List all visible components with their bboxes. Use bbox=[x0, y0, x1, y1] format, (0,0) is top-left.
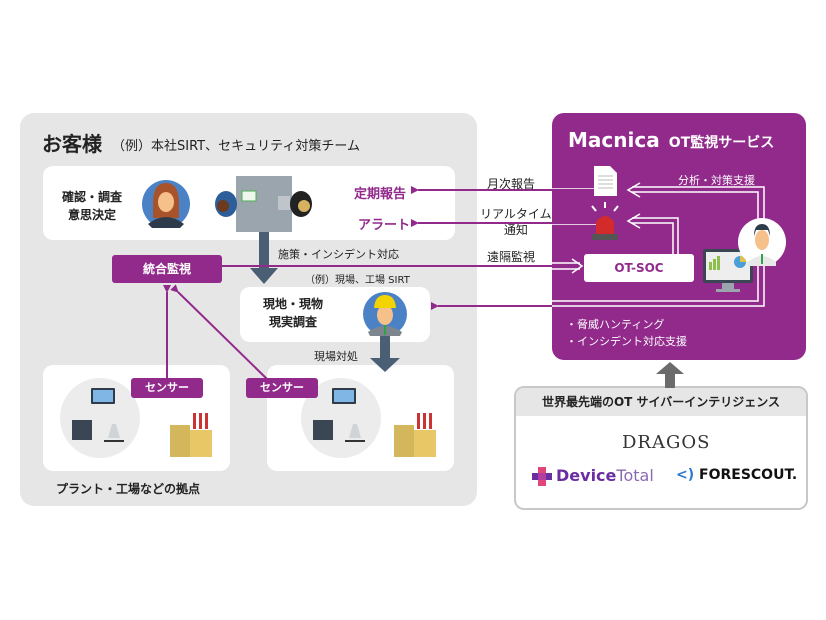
macnica-brand: Macnica bbox=[568, 128, 660, 152]
devicetotal-logo-icon bbox=[532, 467, 552, 486]
response-label: 施策・インシデント対応 bbox=[278, 248, 399, 261]
hq-role-text: 確認・調査 意思決定 bbox=[62, 188, 122, 224]
plant-equipment-illustration-1 bbox=[60, 378, 212, 458]
ot-soc-box: OT-SOC bbox=[584, 254, 694, 282]
forescout-logo: <) FORESCOUT. bbox=[676, 467, 797, 483]
site-role-text: 現地・現物 現実調査 bbox=[263, 295, 323, 331]
devicetotal-light: Total bbox=[616, 466, 654, 485]
macnica-service-name: OT監視サービス bbox=[668, 135, 775, 151]
response-arrow-icon bbox=[250, 232, 278, 284]
report-document-icon bbox=[594, 166, 617, 196]
monthly-report-label: 月次報告 bbox=[487, 177, 536, 191]
macnica-title: Macnica OT監視サービス bbox=[568, 128, 774, 152]
integrated-monitoring-box: 統合監視 bbox=[112, 255, 222, 283]
forescout-mark-icon: <) bbox=[676, 467, 695, 483]
forescout-name: FORESCOUT. bbox=[699, 467, 798, 483]
devicetotal-bold: Device bbox=[556, 466, 617, 485]
dashboard-monitor-icon bbox=[703, 249, 753, 292]
site-team-label: （例）現場、工場 SIRT bbox=[305, 275, 410, 286]
periodic-report-label: 定期報告 bbox=[354, 187, 407, 202]
realtime-notice-label: リアルタイム 通知 bbox=[480, 206, 552, 238]
intelligence-title: 世界最先端のOT サイバーインテリジェンス bbox=[516, 388, 806, 416]
bullet-threat-hunting: ・脅威ハンティング bbox=[566, 318, 665, 331]
site-role-line1: 現地・現物 bbox=[263, 297, 324, 311]
remote-monitoring-label: 遠隔監視 bbox=[487, 250, 536, 264]
analyst-avatar bbox=[738, 218, 786, 266]
hq-person-avatar bbox=[142, 180, 190, 228]
hq-role-line1: 確認・調査 bbox=[62, 190, 123, 204]
site-worker-avatar bbox=[363, 292, 407, 336]
customer-subtitle: （例）本社SIRT、セキュリティ対策チーム bbox=[112, 139, 360, 154]
devicetotal-logo: DeviceTotal bbox=[556, 466, 654, 485]
site-role-line2: 現実調査 bbox=[269, 315, 318, 329]
macnica-service-bullets: ・脅威ハンティング ・インシデント対応支援 bbox=[566, 316, 687, 350]
intelligence-panel: 世界最先端のOT サイバーインテリジェンス bbox=[514, 386, 808, 510]
sensor2-to-monitoring-arrow bbox=[170, 284, 269, 381]
intelligence-up-arrow-icon bbox=[656, 362, 684, 388]
onsite-action-arrow-icon bbox=[370, 336, 400, 372]
analysis-support-label: 分析・対策支援 bbox=[678, 174, 755, 187]
dragos-logo: DRAGOS bbox=[622, 432, 711, 453]
realtime-line2: 通知 bbox=[503, 223, 528, 237]
sensor-tag-2: センサー bbox=[246, 378, 318, 398]
bullet-incident-response: ・インシデント対応支援 bbox=[566, 335, 687, 348]
onsite-action-label: 現場対処 bbox=[314, 350, 358, 363]
plant-equipment-illustration-2 bbox=[301, 378, 436, 458]
alert-label: アラート bbox=[358, 218, 411, 233]
realtime-line1: リアルタイム bbox=[480, 207, 552, 221]
sensor-tag-1: センサー bbox=[131, 378, 203, 398]
meeting-illustration bbox=[215, 176, 312, 232]
hq-role-line2: 意思決定 bbox=[68, 208, 117, 222]
sites-label: プラント・工場などの拠点 bbox=[56, 482, 201, 496]
alarm-light-icon bbox=[591, 202, 619, 240]
customer-title: お客様 bbox=[42, 132, 102, 156]
